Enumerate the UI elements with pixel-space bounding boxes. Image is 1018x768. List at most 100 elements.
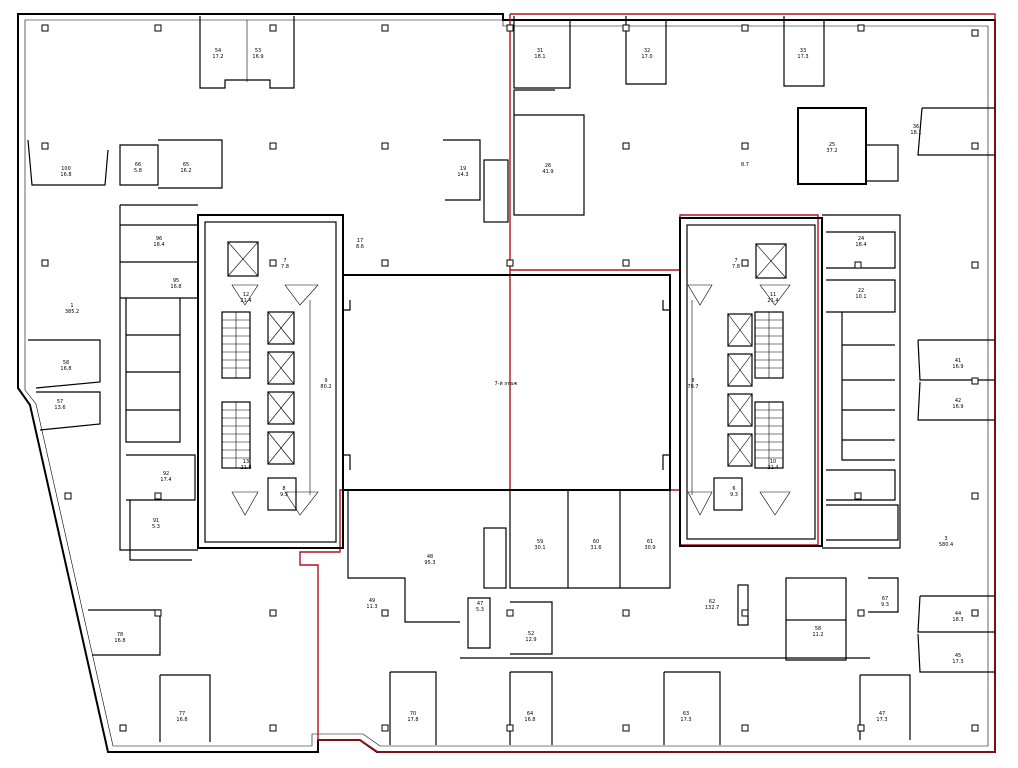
room-area: 95.3 <box>424 560 435 566</box>
room-number: 54 <box>215 48 221 54</box>
room-area: 16.8 <box>524 717 535 723</box>
room-area: 5.3 <box>152 524 160 530</box>
room-area: 17.3 <box>952 659 963 665</box>
room-area: 12.9 <box>525 637 536 643</box>
top-offices <box>27 16 995 223</box>
room-area: 21.4 <box>767 298 778 304</box>
room-area: 11.2 <box>812 632 823 638</box>
room-area: 17.3 <box>797 54 808 60</box>
room-area: 16.9 <box>252 54 263 60</box>
room-area: 5.3 <box>476 607 484 613</box>
room-area: 16.8 <box>170 284 181 290</box>
room-number: 25 <box>829 142 835 148</box>
room-number: 3 <box>944 536 947 542</box>
room-area: 7.8 <box>732 264 740 270</box>
room-number: 62 <box>709 599 715 605</box>
room-area: 21.4 <box>240 298 251 304</box>
room-number: 10 <box>770 459 776 465</box>
room-number: 58 <box>815 626 821 632</box>
room-number: 9 <box>324 378 327 384</box>
room-area: 21.4 <box>767 465 778 471</box>
right-wing <box>822 214 995 740</box>
room-number: 67 <box>882 596 888 602</box>
room-number: 58 <box>63 360 69 366</box>
room-number: 57 <box>57 399 63 405</box>
room-number: 66 <box>135 162 141 168</box>
room-number: 95 <box>173 278 179 284</box>
room-area: 16.8 <box>60 172 71 178</box>
room-number: 8 <box>282 486 285 492</box>
room-number: 47 <box>879 711 885 717</box>
room-number: 6 <box>732 486 735 492</box>
room-number: 77 <box>179 711 185 717</box>
room-area: 17.4 <box>160 477 171 483</box>
highlighted-area <box>299 13 996 753</box>
room-number: 8 <box>691 378 694 384</box>
room-area: 7.8 <box>281 264 289 270</box>
room-number: 19 <box>460 166 466 172</box>
room-area: 18.4 <box>153 242 164 248</box>
room-area: 13.6 <box>54 405 65 411</box>
room-area: 8.7 <box>741 162 749 168</box>
room-number: 11 <box>770 292 776 298</box>
atrium-label: 7-й этаж <box>494 380 518 387</box>
room-area: 18.1 <box>534 54 545 60</box>
left-core <box>197 214 344 549</box>
room-area: 21.8 <box>240 465 251 471</box>
room-area: 11.3 <box>366 604 377 610</box>
room-area: 30.9 <box>644 545 655 551</box>
room-number: 17 <box>357 238 363 244</box>
room-number: 65 <box>183 162 189 168</box>
room-number: 24 <box>858 236 864 242</box>
room-area: 16.2 <box>180 168 191 174</box>
right-core <box>679 217 823 547</box>
room-number: 1 <box>70 303 73 309</box>
room-area: 10.1 <box>855 294 866 300</box>
room-number: 70 <box>410 711 416 717</box>
room-area: 17.8 <box>407 717 418 723</box>
room-area: 17.0 <box>641 54 652 60</box>
room-number: 61 <box>647 539 653 545</box>
room-number: 48 <box>427 554 433 560</box>
room-number: 78 <box>117 632 123 638</box>
room-area: 9.3 <box>881 602 889 608</box>
room-area: 17.3 <box>876 717 887 723</box>
room-area: 18.1 <box>910 130 921 136</box>
room-area: 31.6 <box>590 545 601 551</box>
south-offices <box>347 490 899 661</box>
room-number: 91 <box>153 518 159 524</box>
room-number: 44 <box>955 611 961 617</box>
room-number: 7 <box>734 258 737 264</box>
room-number: 52 <box>528 631 534 637</box>
room-number: 33 <box>800 48 806 54</box>
room-number: 26 <box>545 163 551 169</box>
room-labels: 5417.25316.93118.13217.03317.310016.8665… <box>54 48 963 723</box>
room-area: 18.3 <box>952 617 963 623</box>
room-area: 5.8 <box>134 168 142 174</box>
room-number: 41 <box>955 358 961 364</box>
room-number: 47 <box>477 601 483 607</box>
room-area: 8.6 <box>356 244 364 250</box>
room-area: 9.3 <box>280 492 288 498</box>
columns <box>41 24 979 732</box>
room-number: 60 <box>593 539 599 545</box>
room-area: 18.4 <box>855 242 866 248</box>
room-number: 49 <box>369 598 375 604</box>
room-number: 42 <box>955 398 961 404</box>
room-area: 41.9 <box>542 169 553 175</box>
room-area: 78.7 <box>687 384 698 390</box>
room-number: 59 <box>537 539 543 545</box>
room-area: 14.3 <box>457 172 468 178</box>
room-number: 36 <box>913 124 919 130</box>
room-area: 30.1 <box>534 545 545 551</box>
room-area: 16.8 <box>176 717 187 723</box>
left-wing <box>28 204 211 742</box>
room-area: 17.2 <box>212 54 223 60</box>
room-area: 580.4 <box>939 542 953 548</box>
room-number: 92 <box>163 471 169 477</box>
room-area: 9.3 <box>730 492 738 498</box>
room-area: 37.2 <box>826 148 837 154</box>
room-area: 16.8 <box>114 638 125 644</box>
room-number: 63 <box>683 711 689 717</box>
